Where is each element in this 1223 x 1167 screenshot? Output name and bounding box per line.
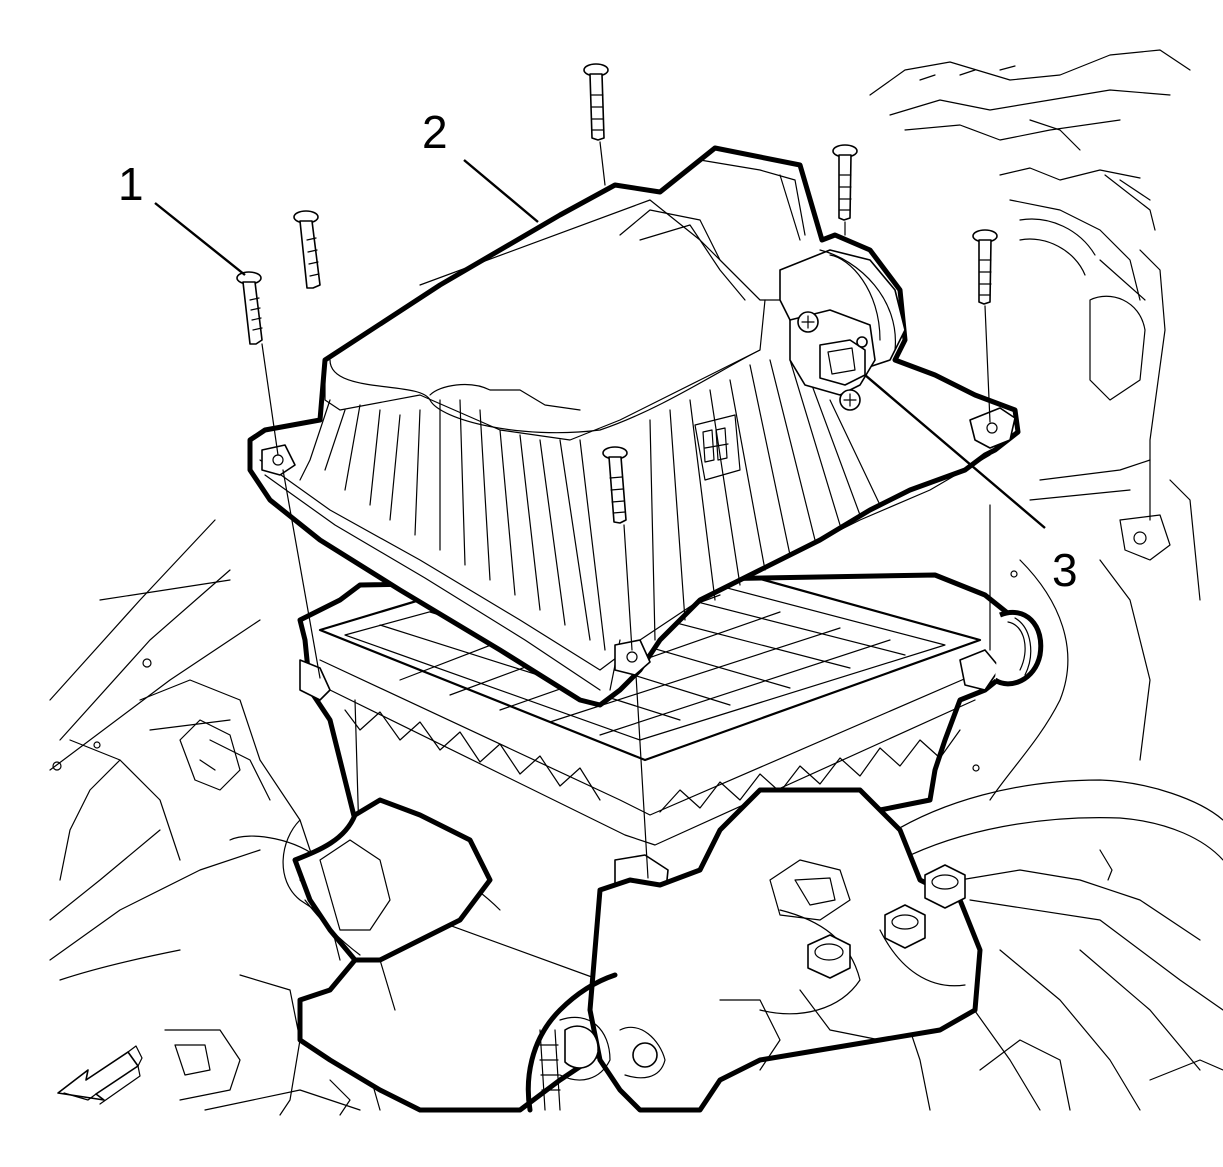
front-support-bracket (525, 787, 983, 1113)
screw-4 (832, 144, 858, 221)
callout-label-3: 3 (1052, 544, 1078, 596)
air-cleaner-upper-cover (247, 145, 1021, 708)
callout-label-1: 1 (118, 158, 144, 210)
screw-6 (602, 446, 628, 524)
front-direction-arrow-icon (57, 1045, 143, 1105)
screws (236, 63, 998, 524)
screw-alignment-lines (261, 141, 991, 879)
mount-bolt-3 (924, 864, 966, 909)
air-inlet-duct (292, 797, 493, 963)
screw-2 (293, 210, 321, 289)
callout-leader-lines (154, 159, 1046, 529)
mount-bolt-1 (807, 934, 851, 979)
screw-5 (972, 229, 998, 305)
screw-3 (583, 63, 609, 141)
mount-bolt-2 (884, 904, 926, 949)
engine-bay-background-upper-right (869, 49, 1201, 801)
callout-label-2: 2 (422, 106, 448, 158)
mass-airflow-sensor (789, 309, 876, 411)
screw-1 (236, 271, 263, 345)
